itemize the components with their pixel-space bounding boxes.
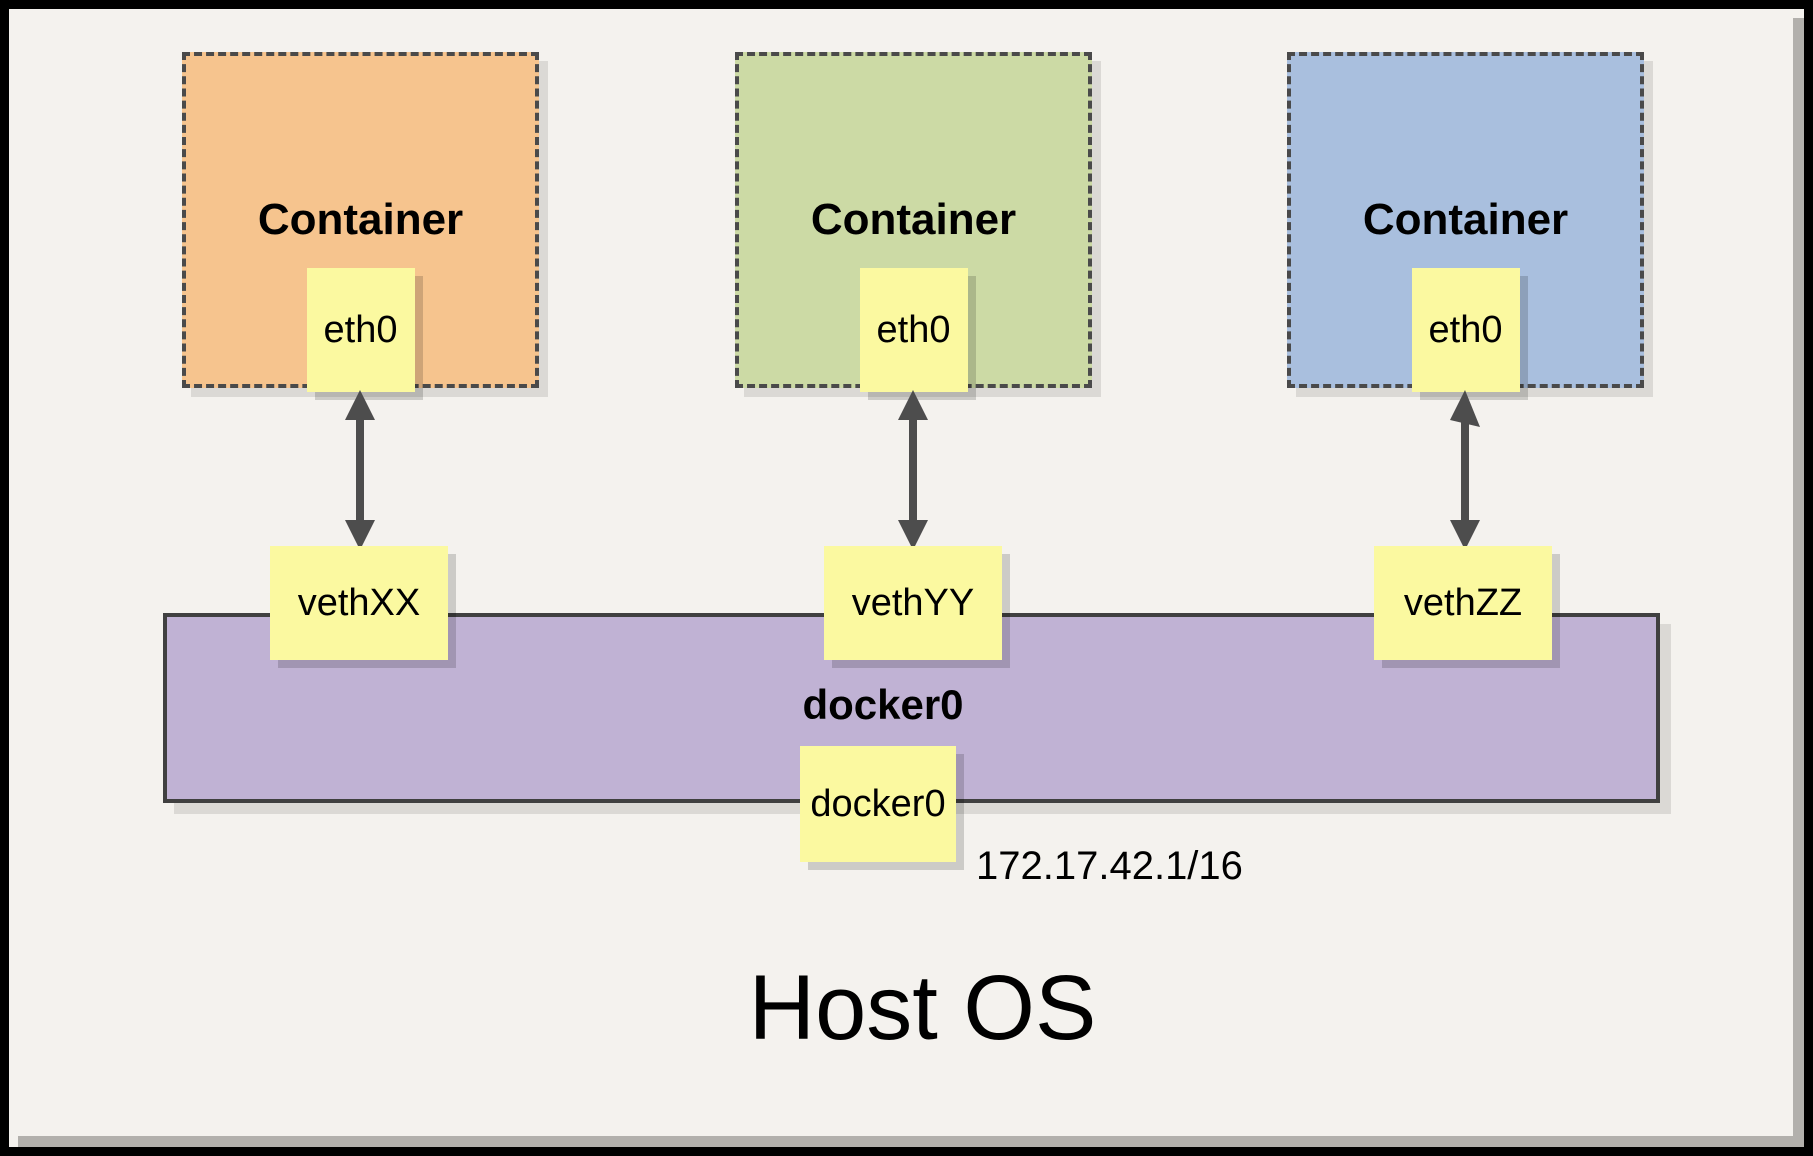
- veth-arrow-2: [898, 390, 928, 550]
- container-title: Container: [1362, 195, 1569, 244]
- veth-interface-box: vethZZ: [1374, 546, 1552, 660]
- veth-arrow-3: [1450, 390, 1480, 550]
- docker0-interface-box: docker0: [800, 746, 956, 862]
- docker0-bridge-label: docker0: [802, 681, 964, 728]
- eth0-interface-box: eth0: [859, 268, 968, 392]
- container-title: Container: [810, 195, 1017, 244]
- container-title: Container: [257, 195, 464, 244]
- container-box-1: Container eth0: [182, 52, 539, 392]
- eth0-interface-box: eth0: [1411, 268, 1520, 392]
- veth-label: vethYY: [851, 581, 975, 624]
- eth0-label: eth0: [1428, 308, 1503, 351]
- veth-label: vethZZ: [1403, 581, 1523, 624]
- eth0-label: eth0: [323, 308, 398, 351]
- veth-interface-box: vethYY: [824, 546, 1002, 660]
- page-shadow-bottom: [18, 1136, 1807, 1150]
- host-os-label: Host OS: [748, 957, 1097, 1059]
- docker0-interface-label: docker0: [810, 782, 946, 825]
- bridge-ip-label: 172.17.42.1/16: [976, 844, 1243, 888]
- veth-interface-box: vethXX: [270, 546, 448, 660]
- container-box-3: Container eth0: [1287, 52, 1644, 392]
- veth-label: vethXX: [297, 581, 421, 624]
- veth-arrow-1: [345, 390, 375, 550]
- eth0-interface-box: eth0: [306, 268, 415, 392]
- container-box-2: Container eth0: [735, 52, 1092, 392]
- eth0-label: eth0: [876, 308, 951, 351]
- page-shadow-right: [1793, 18, 1807, 1150]
